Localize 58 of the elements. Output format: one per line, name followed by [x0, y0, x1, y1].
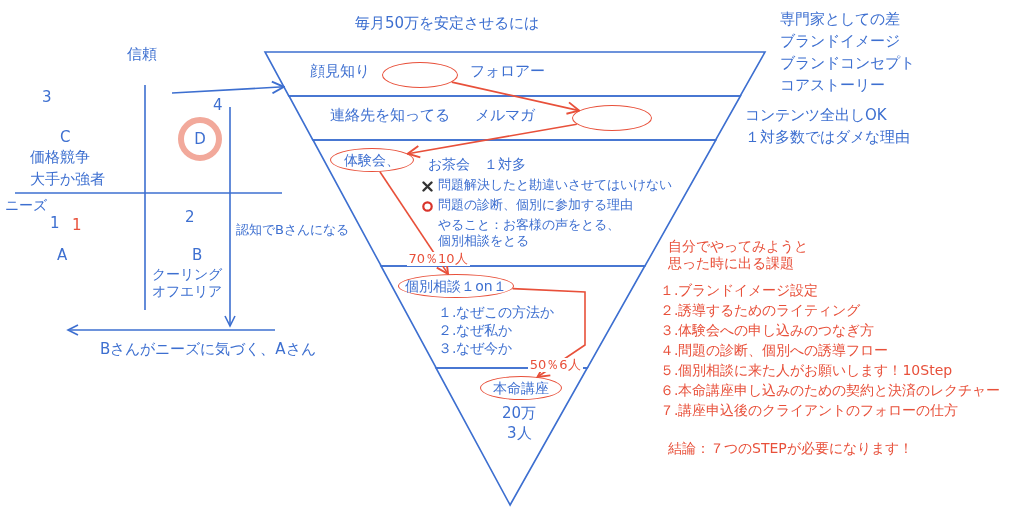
list-item: ７.講座申込後のクライアントのフォローの仕方 [660, 402, 959, 419]
quadrant-number: 1 [50, 214, 60, 232]
note-text: １対多数ではダメな理由 [745, 128, 910, 146]
list-item: ４.問題の診断、個別への誘導フロー [660, 342, 889, 359]
list-item: １.ブランドイメージ設定 [660, 282, 819, 299]
quadrant-number: 2 [185, 208, 195, 226]
quadrant-letter: C [60, 128, 71, 146]
title: 毎月50万を安定させるには [355, 14, 540, 32]
stage-text: メルマガ [475, 106, 535, 124]
list-item: ５.個別相談に来た人がお願いします！10Step [660, 362, 953, 379]
quadrant-number: 3 [42, 88, 52, 106]
quadrant-number: 1 [72, 216, 82, 234]
stage-text: やること：お客様の声をとる、個別相談をとる [438, 217, 621, 249]
conclusion-text: 結論：７つのSTEPが必要になります！ [668, 440, 913, 457]
note-text: ブランドコンセプト [780, 54, 915, 72]
stage-text: 3人 [507, 424, 532, 442]
note-text: ブランドイメージ [780, 32, 900, 50]
list-item: ３.体験会への申し込みのつなぎ方 [660, 322, 875, 339]
stage-text: 顔見知り [310, 62, 370, 80]
stage-text: ３.なぜ今か [438, 340, 513, 357]
note-text: Bさんがニーズに気づく、Aさん [100, 340, 316, 358]
arrow [406, 123, 578, 159]
arrow [511, 287, 586, 378]
note-text: コンテンツ全出しOK [745, 106, 887, 124]
stage-text: 問題解決したと勘違いさせてはいけない [438, 177, 672, 193]
stage-text: 問題の診断、個別に参加する理由 [438, 197, 633, 213]
stage-text: お茶会 １対多 [428, 156, 526, 173]
note-text: 認知でBさんになる [236, 222, 349, 238]
axis-label: 信頼 [127, 45, 157, 63]
arrow [171, 80, 285, 95]
funnel-stage [288, 96, 741, 140]
quadrant-letter: A [57, 246, 68, 264]
stage-text: フォロアー [470, 62, 545, 80]
stage-text: １.なぜこの方法か [438, 304, 555, 321]
edge-label: 50％6人 [527, 357, 583, 373]
arrow [451, 81, 581, 115]
arrow [379, 171, 450, 276]
list-item: ２.誘導するためのライティング [660, 302, 861, 319]
note-text: クーリングオフエリア [152, 266, 223, 300]
highlight-circle [178, 117, 222, 161]
note-text: コアストーリー [780, 76, 885, 94]
note-text: 価格競争 [30, 148, 90, 166]
circled-text: 本命講座 [493, 379, 549, 397]
quadrant-number: 4 [213, 96, 223, 114]
stage-text: ２.なぜ私か [438, 322, 513, 339]
circled-text: 体験会、 [344, 151, 400, 169]
edge-label: 70％10人 [406, 251, 470, 267]
stage-text: 20万 [502, 404, 537, 422]
funnel-stage [265, 52, 765, 96]
circled-text: 個別相談１on１ [405, 277, 507, 295]
axis-label: ニーズ [5, 197, 47, 214]
note-text: 大手か強者 [30, 170, 105, 188]
quadrant-letter: D [194, 130, 206, 148]
list-item: ６.本命講座申し込みのための契約と決済のレクチャー [660, 382, 1001, 399]
quadrant-letter: B [192, 246, 203, 264]
note-heading: 自分でやってみようと思った時に出る課題 [668, 238, 809, 272]
stage-text: 連絡先を知ってる [330, 106, 450, 124]
note-text: 専門家としての差 [780, 10, 900, 28]
